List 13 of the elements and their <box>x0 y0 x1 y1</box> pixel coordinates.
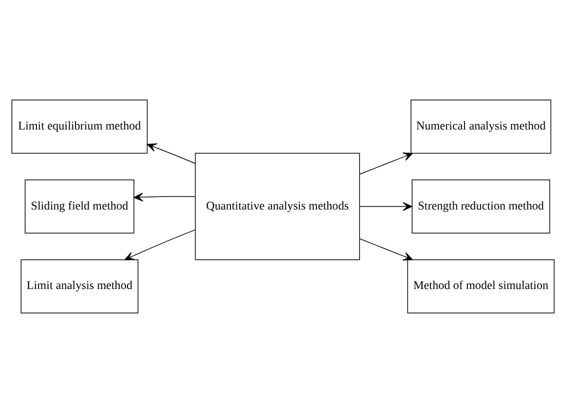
node-box: Quantitative analysis methods <box>194 152 360 260</box>
arrow <box>124 228 196 260</box>
node-box: Limit equilibrium method <box>11 99 148 154</box>
arrow <box>146 142 196 164</box>
arrow <box>359 238 413 260</box>
node-box: Sliding field method <box>24 179 134 233</box>
arrow <box>134 192 196 201</box>
arrow <box>359 152 413 174</box>
node-box: Strength reduction method <box>412 179 550 233</box>
node-box: Method of model simulation <box>407 258 555 313</box>
node-box: Limit analysis method <box>20 258 138 313</box>
node-box: Numerical analysis method <box>410 99 552 154</box>
arrow <box>359 202 412 210</box>
